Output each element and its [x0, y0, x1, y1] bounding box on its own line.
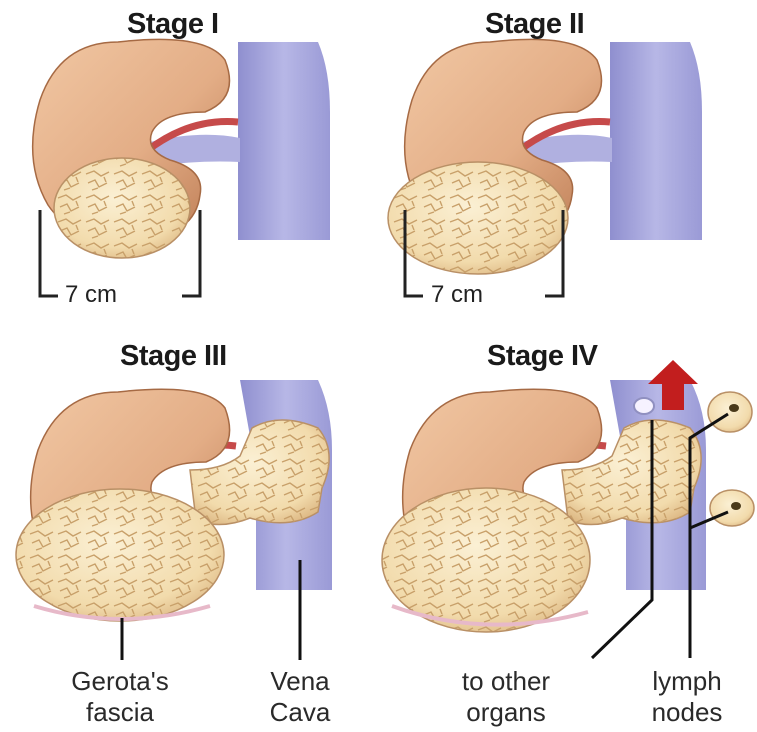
organs-label-line2: organs [418, 697, 594, 728]
tumor-texture [54, 158, 190, 258]
vena-cava-shape [238, 42, 330, 240]
lymph-label-line2: nodes [620, 697, 754, 728]
vena-label-line2: Cava [238, 697, 362, 728]
organs-label-line1: to other [418, 666, 594, 697]
stage-4-title: Stage IV [487, 340, 597, 373]
other-organs-label: to other organs [418, 666, 594, 728]
tumor-texture [382, 488, 590, 632]
vena-cava-label: Vena Cava [238, 666, 362, 728]
stage-2-title: Stage II [485, 8, 584, 41]
metastasis-cell [634, 398, 654, 414]
lymph-node-upper [708, 392, 752, 432]
stage-3-panel [16, 380, 332, 660]
stage-3-title: Stage III [120, 340, 227, 373]
lymph-nodes-label: lymph nodes [620, 666, 754, 728]
gerota-label-line2: fascia [35, 697, 205, 728]
gerota-fascia-label: Gerota's fascia [35, 666, 205, 728]
lymph-node-lower [710, 490, 754, 526]
tumor-texture [16, 489, 224, 621]
vena-label-line1: Vena [238, 666, 362, 697]
vena-cava-shape [610, 42, 702, 240]
stage-2-panel [388, 39, 702, 296]
stage-1-panel [33, 39, 330, 296]
lymph-label-line1: lymph [620, 666, 754, 697]
stage-2-measure-label: 7 cm [428, 281, 486, 309]
gerota-label-line1: Gerota's [35, 666, 205, 697]
stage-1-title: Stage I [127, 8, 219, 41]
stage-4-panel [382, 360, 754, 658]
stage-1-measure-label: 7 cm [62, 281, 120, 309]
tumor-texture [388, 162, 568, 274]
